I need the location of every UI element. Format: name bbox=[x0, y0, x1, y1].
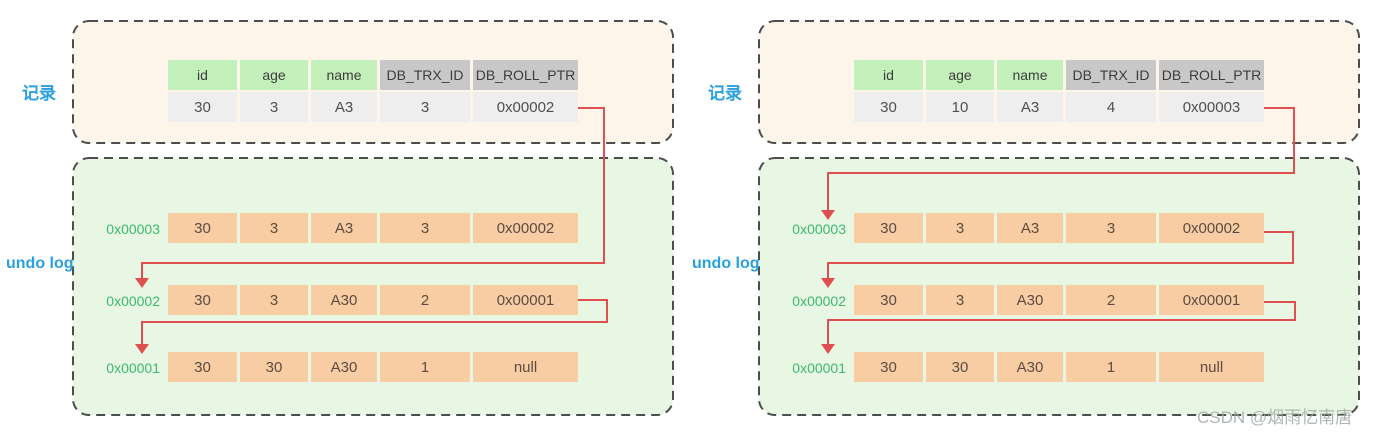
undo-row-address: 0x00003 bbox=[792, 221, 846, 237]
undo-cell-age: 3 bbox=[240, 213, 308, 243]
undo-cell-name: A3 bbox=[311, 213, 377, 243]
record-cell-name: A3 bbox=[311, 92, 377, 122]
undo-cell-db-roll-ptr: null bbox=[1159, 352, 1264, 382]
undo-cell-id: 30 bbox=[854, 285, 923, 315]
record-cell-id: 30 bbox=[854, 92, 923, 122]
record-cell-id: 30 bbox=[168, 92, 237, 122]
undo-row-address: 0x00002 bbox=[792, 293, 846, 309]
undo-cell-db-trx-id: 3 bbox=[380, 213, 470, 243]
record-section-label: 记录 bbox=[22, 84, 56, 103]
column-header-db-trx-id: DB_TRX_ID bbox=[380, 60, 470, 90]
undo-cell-db-roll-ptr: 0x00002 bbox=[1159, 213, 1264, 243]
undo-cell-name: A3 bbox=[997, 213, 1063, 243]
undo-cell-db-roll-ptr: null bbox=[473, 352, 578, 382]
undo-row-address: 0x00001 bbox=[106, 360, 160, 376]
record-cell-db-roll-ptr: 0x00003 bbox=[1159, 92, 1264, 122]
record-table-header: id age name DB_TRX_ID DB_ROLL_PTR bbox=[854, 60, 1264, 90]
diagram-before-update: 记录 undo log id age name DB_TRX_ID DB_ROL… bbox=[6, 60, 578, 384]
column-header-id: id bbox=[168, 60, 237, 90]
record-section-label: 记录 bbox=[708, 84, 742, 103]
undo-cell-age: 30 bbox=[240, 352, 308, 382]
undo-row-address: 0x00001 bbox=[792, 360, 846, 376]
undo-cell-db-trx-id: 2 bbox=[1066, 285, 1156, 315]
record-row: 30 10 A3 4 0x00003 bbox=[854, 92, 1264, 122]
undo-cell-db-trx-id: 2 bbox=[380, 285, 470, 315]
record-cell-age: 3 bbox=[240, 92, 308, 122]
undo-cell-id: 30 bbox=[168, 213, 237, 243]
undo-cell-age: 3 bbox=[926, 213, 994, 243]
undo-row-address: 0x00003 bbox=[106, 221, 160, 237]
undo-log-row: 0x00002 30 3 A30 2 0x00001 bbox=[104, 285, 578, 317]
undo-cell-name: A30 bbox=[311, 352, 377, 382]
undo-row-address: 0x00002 bbox=[106, 293, 160, 309]
record-row: 30 3 A3 3 0x00002 bbox=[168, 92, 578, 122]
record-table-header: id age name DB_TRX_ID DB_ROLL_PTR bbox=[168, 60, 578, 90]
undo-cell-id: 30 bbox=[854, 352, 923, 382]
undo-log-section-label: undo log bbox=[692, 255, 760, 272]
undo-cell-db-roll-ptr: 0x00002 bbox=[473, 213, 578, 243]
record-cell-db-trx-id: 4 bbox=[1066, 92, 1156, 122]
record-cell-name: A3 bbox=[997, 92, 1063, 122]
undo-cell-name: A30 bbox=[997, 285, 1063, 315]
watermark: CSDN @烟雨忆南唐 bbox=[1197, 408, 1353, 427]
undo-cell-db-trx-id: 1 bbox=[1066, 352, 1156, 382]
undo-cell-name: A30 bbox=[997, 352, 1063, 382]
undo-log-row: 0x00002 30 3 A30 2 0x00001 bbox=[790, 285, 1264, 317]
column-header-age: age bbox=[240, 60, 308, 90]
diagram-after-update: 记录 undo log id age name DB_TRX_ID DB_ROL… bbox=[686, 0, 1386, 436]
undo-cell-db-trx-id: 3 bbox=[1066, 213, 1156, 243]
undo-log-section-label: undo log bbox=[6, 255, 74, 272]
column-header-age: age bbox=[926, 60, 994, 90]
undo-cell-name: A30 bbox=[311, 285, 377, 315]
undo-cell-id: 30 bbox=[168, 352, 237, 382]
record-cell-db-trx-id: 3 bbox=[380, 92, 470, 122]
undo-cell-db-roll-ptr: 0x00001 bbox=[1159, 285, 1264, 315]
column-header-db-roll-ptr: DB_ROLL_PTR bbox=[1159, 60, 1264, 90]
undo-cell-db-trx-id: 1 bbox=[380, 352, 470, 382]
undo-cell-db-roll-ptr: 0x00001 bbox=[473, 285, 578, 315]
column-header-db-trx-id: DB_TRX_ID bbox=[1066, 60, 1156, 90]
record-table: id age name DB_TRX_ID DB_ROLL_PTR 30 10 … bbox=[854, 60, 1264, 122]
undo-log-row: 0x00001 30 30 A30 1 null bbox=[790, 352, 1264, 384]
column-header-db-roll-ptr: DB_ROLL_PTR bbox=[473, 60, 578, 90]
record-cell-age: 10 bbox=[926, 92, 994, 122]
column-header-id: id bbox=[854, 60, 923, 90]
undo-cell-id: 30 bbox=[168, 285, 237, 315]
undo-log-row: 0x00003 30 3 A3 3 0x00002 bbox=[104, 213, 578, 245]
column-header-name: name bbox=[311, 60, 377, 90]
undo-log-row: 0x00001 30 30 A30 1 null bbox=[104, 352, 578, 384]
undo-cell-age: 30 bbox=[926, 352, 994, 382]
undo-log-row: 0x00003 30 3 A3 3 0x00002 bbox=[790, 213, 1264, 245]
undo-cell-age: 3 bbox=[926, 285, 994, 315]
record-table: id age name DB_TRX_ID DB_ROLL_PTR 30 3 A… bbox=[168, 60, 578, 122]
record-cell-db-roll-ptr: 0x00002 bbox=[473, 92, 578, 122]
undo-cell-age: 3 bbox=[240, 285, 308, 315]
column-header-name: name bbox=[997, 60, 1063, 90]
undo-cell-id: 30 bbox=[854, 213, 923, 243]
